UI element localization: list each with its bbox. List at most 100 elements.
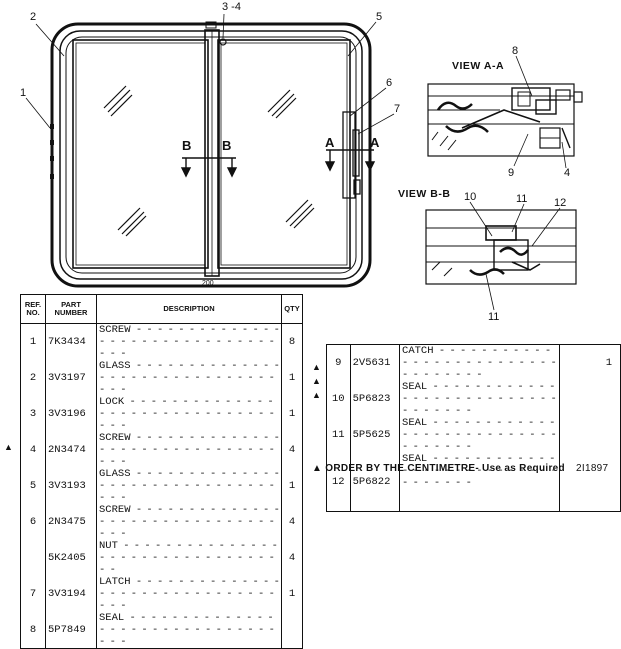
callout-11-bottom: 11 (488, 311, 500, 323)
qty: 1 (281, 468, 303, 504)
callout-9: 9 (508, 167, 515, 179)
description: SCREW (96, 323, 282, 360)
part-number: 2V5631 (350, 344, 401, 381)
table-row: 53V3193GLASS1 (20, 468, 303, 504)
section-b-right: B (222, 138, 232, 153)
callout-8: 8 (512, 45, 519, 57)
description: SEAL (399, 453, 561, 512)
section-a-marks (324, 149, 376, 172)
callout-12: 12 (554, 197, 567, 209)
ref-no: 5 (20, 468, 46, 504)
ref-no: 3 (20, 396, 46, 432)
description: CATCH (399, 344, 561, 381)
window-frame (50, 22, 372, 288)
callout-7: 7 (394, 103, 401, 115)
qty: 1 (281, 360, 303, 396)
drawing-number: 2I1897 (576, 463, 609, 474)
table-row: 17K3434SCREW8 (20, 323, 303, 360)
header-desc: DESCRIPTION (96, 294, 282, 324)
table-row: 73V3194LATCH1 (20, 576, 303, 612)
ref-no: 8 (20, 612, 46, 649)
callout-10: 10 (464, 191, 477, 203)
section-a-left: A (325, 135, 335, 150)
table-row: 42N3474SCREW4 (20, 432, 303, 468)
ref-no: 6 (20, 504, 46, 540)
ref-no: 1 (20, 323, 46, 360)
description: LOCK (96, 396, 282, 432)
view-a-detail (427, 55, 583, 169)
section-b-marks (180, 157, 238, 178)
parts-diagram (25, 13, 583, 311)
footnote-text: ▲ ORDER BY THE CENTIMETRE- Use as Requir… (312, 463, 565, 474)
qty: 4 (281, 504, 303, 540)
ref-no: 4 (20, 432, 46, 468)
callout-3-4: 3 -4 (222, 1, 241, 13)
description: SEAL (96, 612, 282, 649)
view-b-detail (425, 201, 577, 311)
part-number: 5P7849 (45, 612, 97, 649)
table-row: 33V3196LOCK1 (20, 396, 303, 432)
order-mark-icon: ▲ (312, 362, 321, 372)
right-glass-pane (217, 39, 351, 269)
frame-label: 200 (202, 280, 214, 287)
qty: 8 (281, 323, 303, 360)
part-number: 2N3474 (45, 432, 97, 468)
table-row: 62N3475SCREW4 (20, 504, 303, 540)
description: SEAL (399, 381, 561, 417)
section-b-left: B (182, 138, 192, 153)
part-number: 5P6823 (350, 381, 401, 417)
description: SCREW (96, 432, 282, 468)
qty: 1 (281, 576, 303, 612)
part-number: 5P6822 (350, 453, 401, 512)
qty: 1 (559, 344, 621, 381)
frame-screws (50, 124, 54, 179)
leader-lines (25, 13, 395, 135)
callout-6: 6 (386, 77, 393, 89)
order-mark-icon: ▲ (312, 390, 321, 400)
part-number: 3V3196 (45, 396, 97, 432)
left-glass-pane (72, 39, 209, 269)
order-mark-icon: ▲ (4, 442, 13, 452)
center-divider (204, 21, 227, 277)
description: LATCH (96, 576, 282, 612)
part-number: 7K3434 (45, 323, 97, 360)
qty: 4 (281, 432, 303, 468)
view-b-title: VIEW B-B (398, 188, 451, 200)
header-ref: REF. NO. (20, 294, 46, 324)
ref-no (20, 540, 46, 576)
part-number: 5K2405 (45, 540, 97, 576)
description: SCREW (96, 504, 282, 540)
part-number: 3V3193 (45, 468, 97, 504)
description: GLASS (96, 468, 282, 504)
part-number: 3V3197 (45, 360, 97, 396)
qty (281, 612, 303, 649)
callout-2: 2 (30, 11, 37, 23)
qty (559, 453, 621, 512)
section-a-right: A (370, 135, 380, 150)
description: NUT (96, 540, 282, 576)
order-footnote: ▲ ORDER BY THE CENTIMETRE- Use as Requir… (312, 463, 608, 474)
order-mark-icon: ▲ (312, 376, 321, 386)
ref-no: 2 (20, 360, 46, 396)
description: SEAL (399, 417, 561, 453)
callout-4: 4 (564, 167, 571, 179)
part-number: 2N3475 (45, 504, 97, 540)
callout-1: 1 (20, 87, 27, 99)
ref-no: 12 (326, 453, 351, 512)
part-number: 5P5625 (350, 417, 401, 453)
ref-no: 10 (326, 381, 351, 417)
latch (342, 111, 361, 199)
qty: 1 (281, 396, 303, 432)
part-number: 3V3194 (45, 576, 97, 612)
header-part: PART NUMBER (45, 294, 97, 324)
qty (559, 417, 621, 453)
ref-no: 9 (326, 344, 351, 381)
table-header: REF. NO. PART NUMBER DESCRIPTION QTY (20, 294, 303, 324)
ref-no: 7 (20, 576, 46, 612)
table-row: 5K2405NUT4 (20, 540, 303, 576)
